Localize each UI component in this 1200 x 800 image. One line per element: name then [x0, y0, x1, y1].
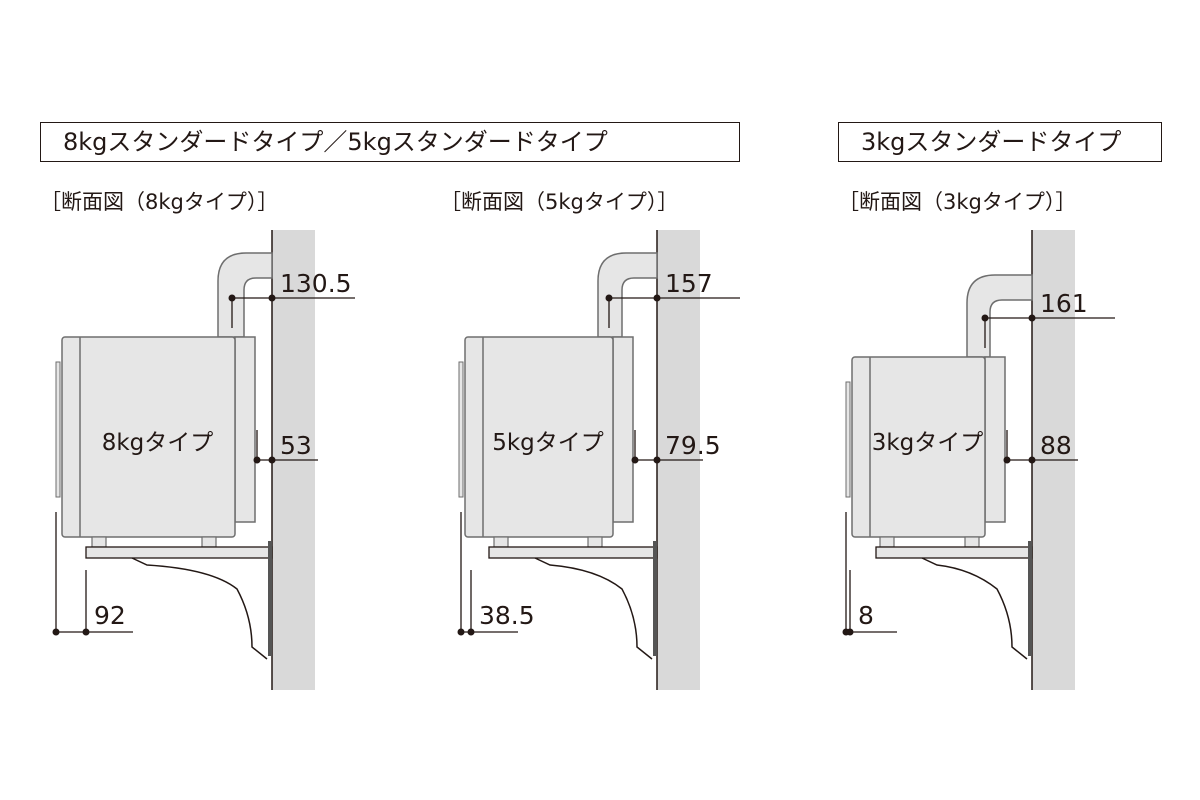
dimension-dot [631, 456, 639, 464]
header-8kg-5kg: 8kgスタンダードタイプ／5kgスタンダードタイプ [40, 122, 740, 162]
dimension-dot [268, 294, 276, 302]
bracket-plate [653, 541, 657, 656]
front-dimension-value: 8 [858, 601, 874, 630]
dryer-back-panel [612, 336, 634, 523]
unit-label: 8kgタイプ [102, 430, 214, 456]
dryer-foot-0 [879, 536, 895, 548]
shelf [875, 546, 1033, 559]
dryer-foot-1 [964, 536, 980, 548]
dryer-body [464, 336, 614, 538]
shelf [85, 546, 273, 559]
diagram-0: 8kgタイプ 130.5 53 92 [52, 230, 355, 690]
bracket-plate [268, 541, 272, 656]
dimension-dot [846, 628, 854, 636]
dimension-dot [1028, 314, 1036, 322]
dryer-back-panel [984, 356, 1006, 523]
dimension-dot [1028, 456, 1036, 464]
unit-label: 5kgタイプ [492, 430, 604, 456]
dimension-dot [605, 294, 613, 302]
dryer-door [458, 361, 464, 498]
front-dimension-value: 38.5 [479, 601, 535, 630]
dryer-door [845, 381, 851, 498]
dimension-dot [253, 456, 261, 464]
dryer-door [55, 361, 61, 498]
diagram-1: 5kgタイプ 157 79.5 38.5 [457, 230, 740, 690]
bracket-arm [921, 557, 1028, 660]
exhaust-duct [966, 274, 1033, 358]
dimension-dot [981, 314, 989, 322]
dimension-dot [52, 628, 60, 636]
dryer-foot-1 [201, 536, 217, 548]
dryer-foot-0 [91, 536, 107, 548]
back-dimension-value: 53 [280, 431, 312, 460]
back-dimension-value: 79.5 [665, 431, 721, 460]
dimension-dot [467, 628, 475, 636]
exhaust-duct [597, 252, 658, 338]
dimension-dot [457, 628, 465, 636]
dryer-foot-1 [587, 536, 603, 548]
dimension-dot [653, 456, 661, 464]
subtitle-3kg: ［断面図（3kgタイプ）］ [838, 190, 1077, 214]
shelf [488, 546, 658, 559]
dimension-dot [268, 456, 276, 464]
dryer-foot-0 [493, 536, 509, 548]
dimension-dot [228, 294, 236, 302]
duct-dimension-value: 130.5 [280, 269, 352, 298]
subtitle-8kg: ［断面図（8kgタイプ）］ [40, 190, 279, 214]
bracket-plate [1028, 541, 1032, 656]
dimension-dot [1003, 456, 1011, 464]
dryer-back-panel [234, 336, 256, 523]
dryer-body [61, 336, 236, 538]
front-dimension-value: 92 [94, 601, 126, 630]
dimension-dot [653, 294, 661, 302]
duct-dimension-value: 161 [1040, 289, 1088, 318]
exhaust-duct [217, 252, 273, 338]
back-dimension-value: 88 [1040, 431, 1072, 460]
subtitle-5kg: ［断面図（5kgタイプ）］ [440, 190, 679, 214]
bracket-arm [131, 557, 268, 660]
header-3kg: 3kgスタンダードタイプ [838, 122, 1162, 162]
bracket-arm [534, 557, 653, 660]
duct-dimension-value: 157 [665, 269, 713, 298]
dimension-dot [82, 628, 90, 636]
dryer-body [851, 356, 986, 538]
unit-label: 3kgタイプ [872, 430, 984, 456]
